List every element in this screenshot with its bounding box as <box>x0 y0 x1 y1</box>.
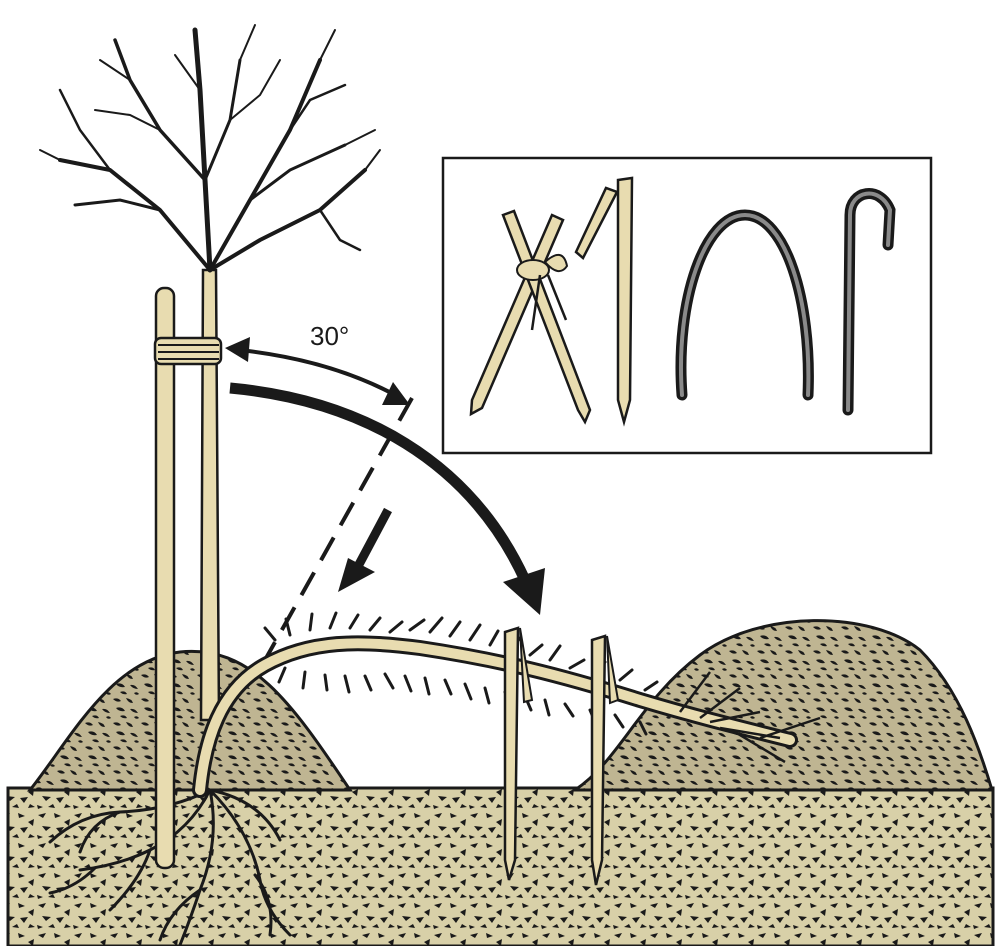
angle-label: 30° <box>310 321 349 351</box>
trunk-tie-icon <box>155 338 221 364</box>
support-stake-icon <box>156 288 174 868</box>
